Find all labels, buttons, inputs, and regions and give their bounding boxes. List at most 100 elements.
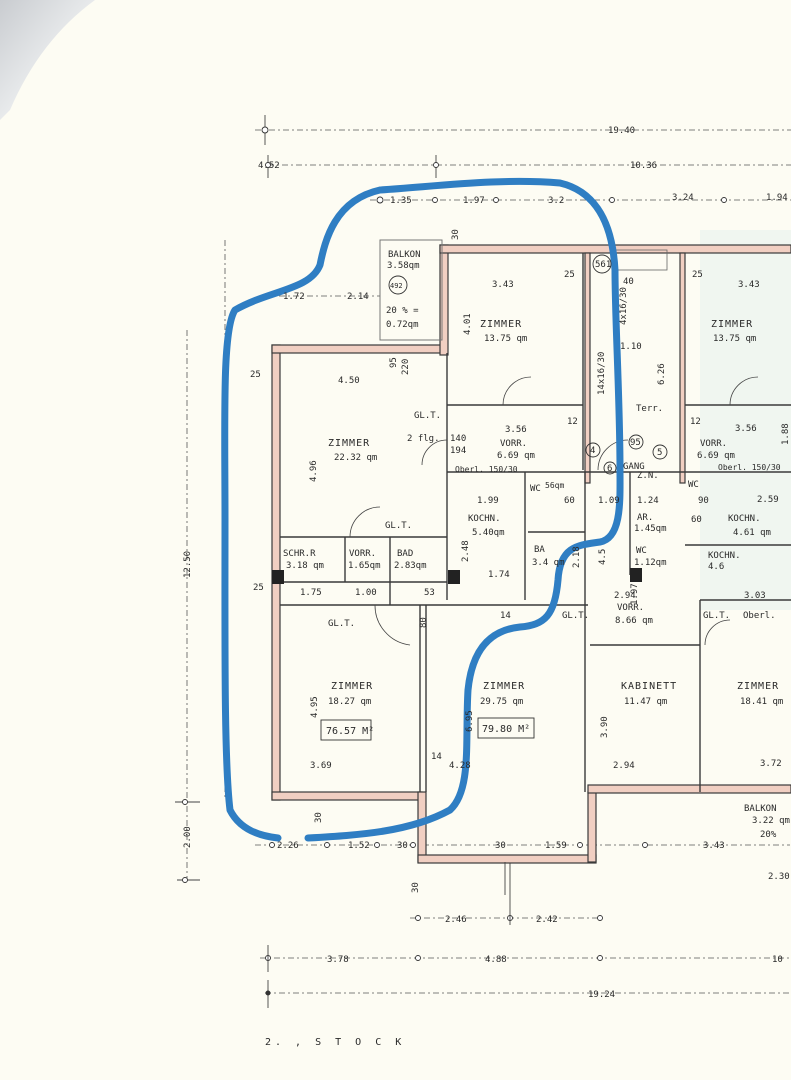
room-area: 1.65qm xyxy=(348,561,381,571)
dim: 4x16/30 xyxy=(619,287,629,325)
room-name: BALKON xyxy=(388,250,421,260)
dim: 3.43 xyxy=(703,841,725,851)
dim: 4.5 xyxy=(598,549,608,565)
dim: 2.30 xyxy=(768,872,790,882)
dim: 60 xyxy=(691,515,702,525)
room-note: 20% xyxy=(760,830,777,840)
room-note: 20 % = xyxy=(386,306,419,316)
circle-label: 561 xyxy=(595,260,611,270)
room-area: 29.75 qm xyxy=(480,697,523,707)
dim: 30 xyxy=(397,841,408,851)
dim: 3.69 xyxy=(310,761,332,771)
dim: 1.97 xyxy=(630,583,640,605)
dim: 1.97 xyxy=(463,196,485,206)
dim: 19.24 xyxy=(588,990,615,1000)
room-name: BA xyxy=(534,545,545,555)
oberlicht-label: Oberl. 150/30 xyxy=(718,463,781,472)
oberlicht-label: Oberl. 150/30 xyxy=(455,465,518,474)
room-name: BAD xyxy=(397,549,413,559)
room-name: ZIMMER xyxy=(331,681,373,692)
room-name: ZIMMER xyxy=(711,319,753,330)
dim: 4.88 xyxy=(485,955,507,965)
room-name: KOCHN. xyxy=(468,514,501,524)
page-curl xyxy=(0,0,95,120)
apartment-total: 79.80 M² xyxy=(482,724,530,735)
room-area: 56qm xyxy=(545,481,564,490)
dim: 30 xyxy=(411,882,421,893)
room-name: KOCHN. xyxy=(708,551,741,561)
room-area: 13.75 qm xyxy=(484,334,527,344)
dim: 10.36 xyxy=(630,161,657,171)
room-name: WC xyxy=(636,546,647,556)
room-area: 18.41 qm xyxy=(740,697,783,707)
room-area: 2.83qm xyxy=(394,561,427,571)
dim: 4.96 xyxy=(309,460,319,482)
oberlicht-label: Oberl. xyxy=(743,611,776,621)
room-name: ZIMMER xyxy=(480,319,522,330)
dim: 4.50 xyxy=(338,376,360,386)
room-name: BALKON xyxy=(744,804,777,814)
room-name: AR. xyxy=(637,513,653,523)
room-name: SCHR.R xyxy=(283,549,316,559)
room-area: 22.32 qm xyxy=(334,453,377,463)
dim: 2.94 xyxy=(613,761,635,771)
dim: 53 xyxy=(424,588,435,598)
dim: 2.59 xyxy=(757,495,779,505)
dim: 80 xyxy=(419,617,429,628)
circle-label: 6 xyxy=(607,464,612,474)
dim: 2.94 xyxy=(614,591,636,601)
room-area: 11.47 qm xyxy=(624,697,667,707)
dimension-lines xyxy=(175,115,791,1008)
dim: 3.2 xyxy=(548,196,564,206)
dim: 3.72 xyxy=(760,759,782,769)
dim: 12.50 xyxy=(183,551,193,578)
dim: 3.56 xyxy=(505,425,527,435)
room-area: 13.75 qm xyxy=(713,334,756,344)
room-area: 0.72qm xyxy=(386,320,419,330)
dim: 3.90 xyxy=(600,716,610,738)
dim: 60 xyxy=(564,496,575,506)
room-area: 3.4 qm xyxy=(532,558,565,568)
dim: 1.59 xyxy=(545,841,567,851)
room-area: 4.6 xyxy=(708,562,724,572)
dim: 140 xyxy=(450,434,466,444)
dim: 3.56 xyxy=(735,424,757,434)
dim: 4.28 xyxy=(449,761,471,771)
dim: 30 xyxy=(495,841,506,851)
dim: 14 xyxy=(431,752,442,762)
dim: 3.43 xyxy=(738,280,760,290)
door-label: GL.T. xyxy=(703,611,730,621)
room-area: 5.40qm xyxy=(472,528,505,538)
dim: 3.03 xyxy=(744,591,766,601)
dim: 25 xyxy=(250,370,261,380)
room-area: 1.12qm xyxy=(634,558,667,568)
room-name: VORR. xyxy=(617,603,644,613)
dim: 2.46 xyxy=(445,915,467,925)
dim: 30 xyxy=(451,229,461,240)
dim: 1.00 xyxy=(355,588,377,598)
dim: 10 xyxy=(772,955,783,965)
floor-title: 2. , S T O C K xyxy=(265,1037,405,1048)
room-area: 6.69 qm xyxy=(697,451,735,461)
dim: 1.75 xyxy=(300,588,322,598)
circle-label: 5 xyxy=(657,448,662,458)
room-name: WC xyxy=(688,480,699,490)
door-label: GL.T. xyxy=(328,619,355,629)
dim: 40 xyxy=(623,277,634,287)
dim: 12 xyxy=(690,417,701,427)
room-area: 18.27 qm xyxy=(328,697,371,707)
door-label: GL.T. xyxy=(385,521,412,531)
marker-outline xyxy=(221,177,624,842)
dim: 1.10 xyxy=(620,342,642,352)
room-name: Z.N. xyxy=(637,471,659,481)
dim: 2.42 xyxy=(536,915,558,925)
dim: 3.24 xyxy=(672,193,694,203)
dim: 2.48 xyxy=(461,540,471,562)
room-area: 6.69 qm xyxy=(497,451,535,461)
circle-label: 95 xyxy=(630,438,641,448)
dim: 25 xyxy=(253,583,264,593)
dim: 1.88 xyxy=(781,423,791,445)
room-name: ZIMMER xyxy=(328,438,370,449)
